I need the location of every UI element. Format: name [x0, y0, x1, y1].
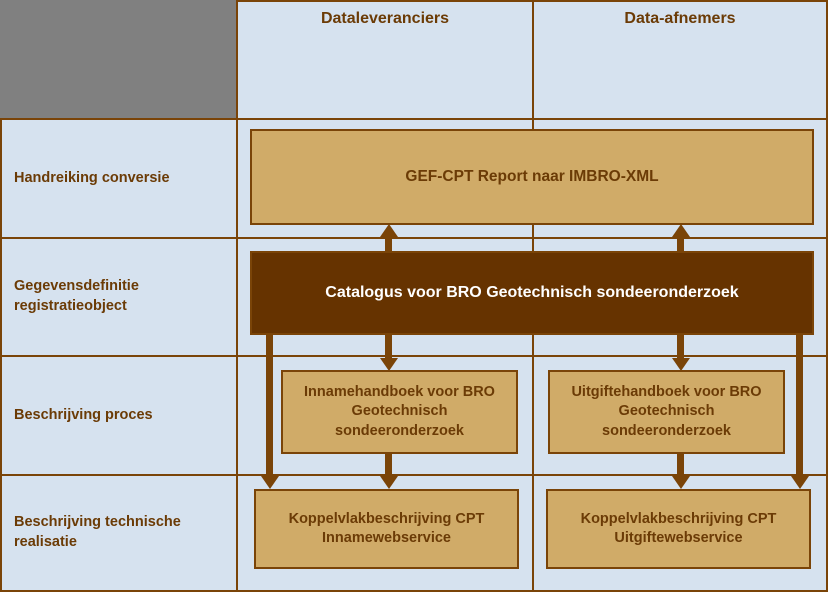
grid-hline-row2-bottom: [0, 355, 828, 357]
grid-hline-row3-bottom: [0, 474, 828, 476]
column-header-dataleveranciers-label: Dataleveranciers: [320, 10, 450, 27]
grid-hline-row1-bottom: [0, 237, 828, 239]
arrowhead-catalogus-to-koppelvlak-uitgifte: [791, 476, 809, 489]
grid-vline-right-edge: [826, 0, 828, 592]
connector-catalogus-to-innamehandboek: [385, 335, 392, 361]
arrowhead-catalogus-to-uitgiftehandboek: [672, 358, 690, 371]
box-uitgiftehandboek-label: Uitgiftehandboek voor BRO Geotechnisch s…: [571, 384, 762, 439]
box-koppelvlak-inname-label: Koppelvlakbeschrijving CPT Innamewebserv…: [288, 510, 485, 546]
box-koppelvlak-uitgifte[interactable]: Koppelvlakbeschrijving CPT Uitgiftewebse…: [546, 489, 811, 569]
row-label-gegevensdefinitie-registratieobject: Gegevensdefinitie registratieobject: [0, 239, 236, 355]
connector-uitgiftehandboek-to-koppelvlak-uitgifte: [677, 454, 684, 479]
box-koppelvlak-inname[interactable]: Koppelvlakbeschrijving CPT Innamewebserv…: [254, 489, 519, 569]
corner-block: [0, 0, 236, 118]
column-header-data-afnemers: Data-afnemers: [534, 0, 826, 118]
row-label-beschrijving-proces: Beschrijving proces: [0, 357, 236, 474]
arrowhead-catalogus-to-gef-left: [380, 224, 398, 237]
grid-hline-header-bottom: [0, 118, 828, 120]
box-catalogus-bro[interactable]: Catalogus voor BRO Geotechnisch sondeero…: [250, 251, 814, 335]
arrowhead-catalogus-to-innamehandboek: [380, 358, 398, 371]
grid-vline-left-column: [236, 0, 238, 592]
column-header-data-afnemers-label: Data-afnemers: [624, 10, 736, 27]
box-innamehandboek-label: Innamehandboek voor BRO Geotechnisch son…: [304, 384, 495, 439]
connector-catalogus-to-koppelvlak-uitgifte: [796, 335, 803, 479]
row-label-gegevensdefinitie-registratieobject-text: Gegevensdefinitie registratieobject: [14, 278, 139, 314]
connector-catalogus-to-gef-left: [385, 236, 392, 258]
row-label-beschrijving-proces-text: Beschrijving proces: [14, 406, 153, 423]
connector-catalogus-to-uitgiftehandboek: [677, 335, 684, 361]
grid-hline-top-edge: [236, 0, 828, 2]
arrowhead-catalogus-to-koppelvlak-inname: [261, 476, 279, 489]
connector-catalogus-to-koppelvlak-inname: [266, 335, 273, 479]
connector-catalogus-to-gef-right: [677, 236, 684, 258]
connector-innamehandboek-to-koppelvlak-inname: [385, 454, 392, 479]
row-label-handreiking-conversie-text: Handreiking conversie: [14, 169, 170, 186]
row-label-handreiking-conversie: Handreiking conversie: [0, 120, 236, 237]
box-gef-cpt-report-label: GEF-CPT Report naar IMBRO-XML: [405, 167, 659, 185]
arrowhead-uitgiftehandboek-to-koppelvlak-uitgifte: [672, 476, 690, 489]
box-catalogus-bro-label: Catalogus voor BRO Geotechnisch sondeero…: [325, 284, 739, 302]
row-label-beschrijving-technische-realisatie-text: Beschrijving technische realisatie: [14, 514, 181, 550]
box-innamehandboek[interactable]: Innamehandboek voor BRO Geotechnisch son…: [281, 370, 518, 454]
box-koppelvlak-uitgifte-label: Koppelvlakbeschrijving CPT Uitgiftewebse…: [580, 510, 777, 546]
grid-hline-bottom-edge: [0, 590, 828, 592]
column-header-dataleveranciers: Dataleveranciers: [238, 0, 532, 118]
box-uitgiftehandboek[interactable]: Uitgiftehandboek voor BRO Geotechnisch s…: [548, 370, 785, 454]
arrowhead-innamehandboek-to-koppelvlak-inname: [380, 476, 398, 489]
box-gef-cpt-report[interactable]: GEF-CPT Report naar IMBRO-XML: [250, 129, 814, 225]
arrowhead-catalogus-to-gef-right: [672, 224, 690, 237]
row-label-beschrijving-technische-realisatie: Beschrijving technische realisatie: [0, 476, 236, 590]
